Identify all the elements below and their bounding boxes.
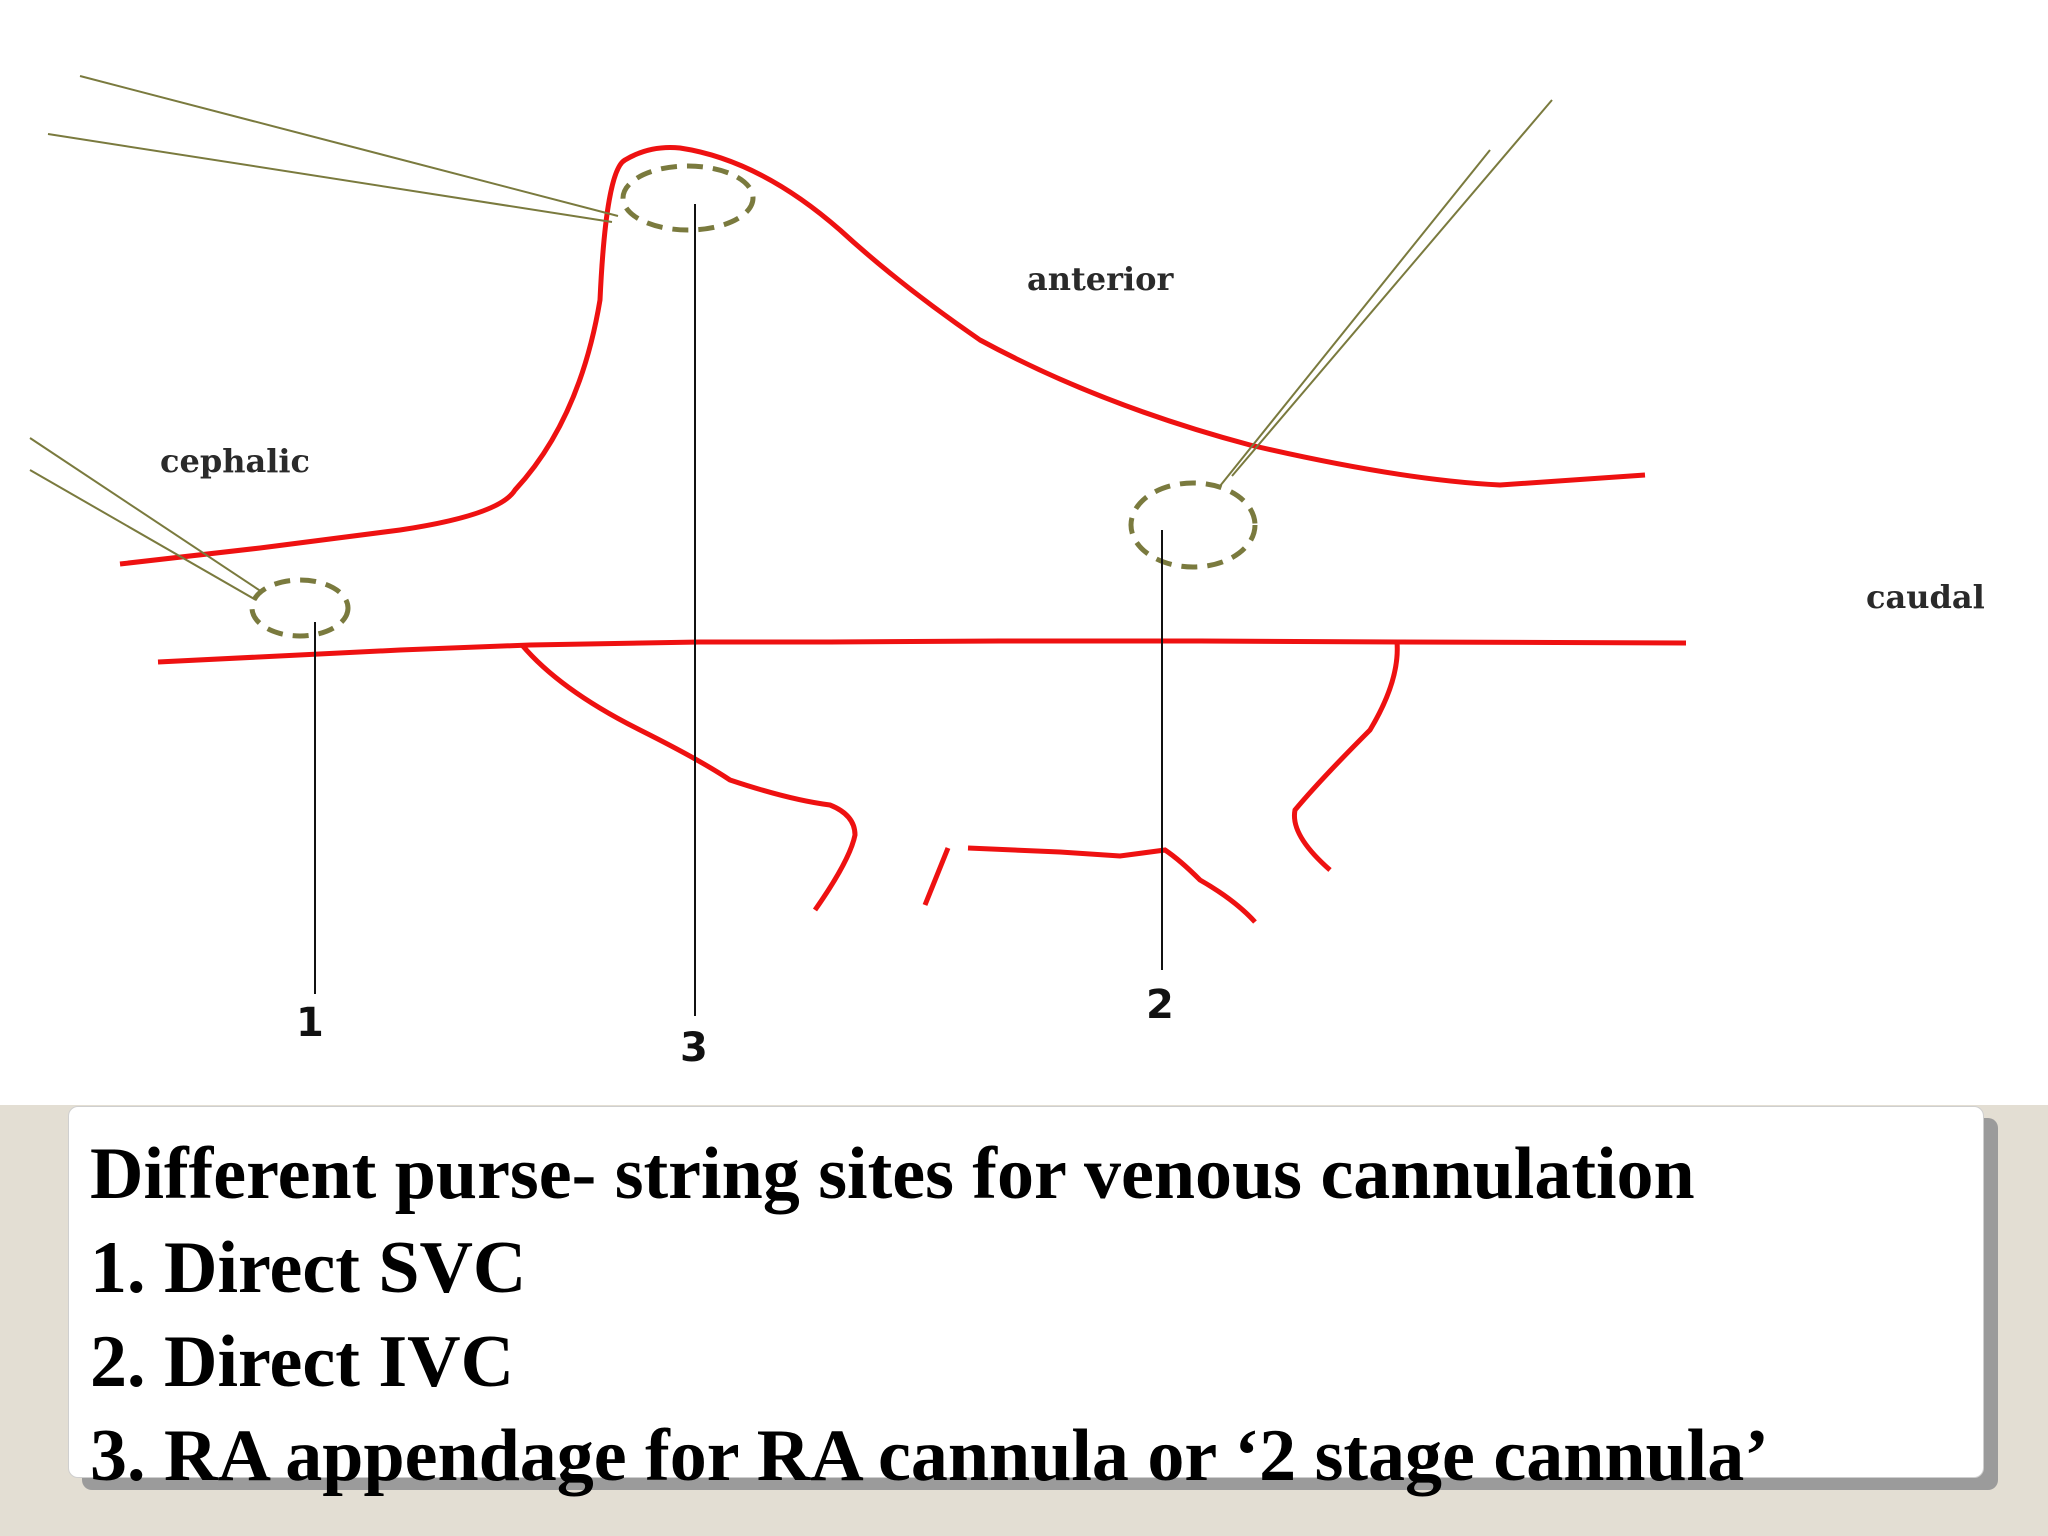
label-caudal: caudal: [1866, 578, 1985, 616]
lower-contour-center: [967, 845, 1257, 924]
purse-string-site-3: [620, 163, 756, 233]
lower-contour-center-left: [922, 847, 951, 906]
leader-lines: [314, 204, 1163, 1016]
baseline: [157, 638, 1687, 665]
lower-contour-left: [520, 643, 858, 912]
caption-box: [68, 1106, 1984, 1478]
lower-contour-right: [1291, 641, 1400, 872]
label-site-2: 2: [1146, 982, 1174, 1028]
diagram-area: anterior cephalic caudal 1 3 2: [0, 0, 2048, 1105]
caption-text: Different purse- string sites for venous…: [90, 1127, 1990, 1503]
suture-strands: [29, 75, 1553, 601]
caption-item-1: 1. Direct SVC: [90, 1227, 527, 1309]
caption-item-2: 2. Direct IVC: [90, 1321, 515, 1403]
heart-diagram: anterior cephalic caudal 1 3 2: [29, 75, 1985, 1071]
label-cephalic: cephalic: [160, 442, 310, 480]
caption-title: Different purse- string sites for venous…: [90, 1133, 1695, 1215]
purse-string-site-1: [249, 577, 351, 639]
caption-item-3: 3. RA appendage for RA cannula or ‘2 sta…: [90, 1415, 1769, 1497]
label-site-3: 3: [680, 1025, 708, 1071]
atrium-outline: [119, 145, 1646, 567]
label-site-1: 1: [296, 1000, 324, 1046]
purse-string-site-2: [1128, 480, 1258, 570]
label-anterior: anterior: [1027, 260, 1175, 298]
